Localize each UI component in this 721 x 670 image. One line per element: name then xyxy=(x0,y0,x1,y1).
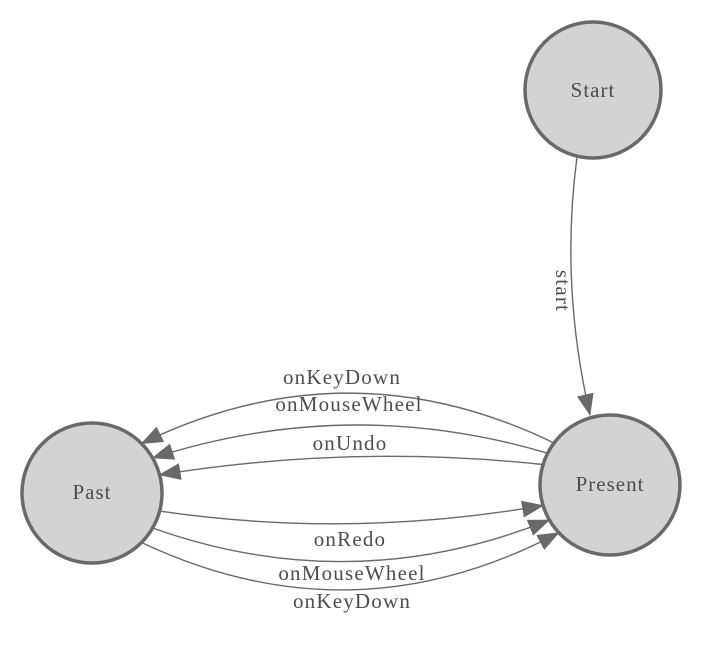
edge-label-onkeydown-lower: onKeyDown xyxy=(293,589,411,613)
edge-line-start[interactable] xyxy=(570,156,594,416)
node-label-present: Present xyxy=(576,472,645,496)
node-present[interactable]: Present xyxy=(538,413,682,557)
edge-past-to-present-keydown: onKeyDown xyxy=(141,532,560,613)
edge-line-onredo[interactable] xyxy=(159,500,545,525)
node-past[interactable]: Past xyxy=(20,421,164,565)
edge-present-to-past-mousewheel: onMouseWheel xyxy=(151,392,548,460)
node-label-start: Start xyxy=(571,78,616,102)
edge-line-onmousewheel-upper[interactable] xyxy=(151,424,548,460)
edge-label-onmousewheel-upper: onMouseWheel xyxy=(275,392,422,416)
edge-present-to-past-keydown: onKeyDown xyxy=(140,365,555,445)
state-circle-present[interactable] xyxy=(538,413,682,557)
edge-label-onredo: onRedo xyxy=(314,527,387,551)
edge-line-onkeydown-lower[interactable] xyxy=(141,532,560,591)
edge-label-onundo: onUndo xyxy=(313,431,388,455)
edge-line-onundo[interactable] xyxy=(158,455,544,480)
edge-line-onmousewheel-lower[interactable] xyxy=(152,519,551,563)
node-label-past: Past xyxy=(72,480,111,504)
node-start[interactable]: Start xyxy=(523,20,663,160)
edge-label-onkeydown-upper: onKeyDown xyxy=(283,365,401,389)
edge-past-to-present-redo: onRedo xyxy=(159,500,545,551)
edge-past-to-present-mousewheel: onMouseWheel xyxy=(152,519,551,585)
edge-line-onkeydown-upper[interactable] xyxy=(140,392,555,445)
state-circle-past[interactable] xyxy=(20,421,164,565)
edge-present-to-past-undo: onUndo xyxy=(158,431,544,480)
edge-label-start: start xyxy=(551,270,575,312)
edge-label-onmousewheel-lower: onMouseWheel xyxy=(278,561,425,585)
state-circle-start[interactable] xyxy=(523,20,663,160)
edge-start-to-present: start xyxy=(551,156,594,416)
